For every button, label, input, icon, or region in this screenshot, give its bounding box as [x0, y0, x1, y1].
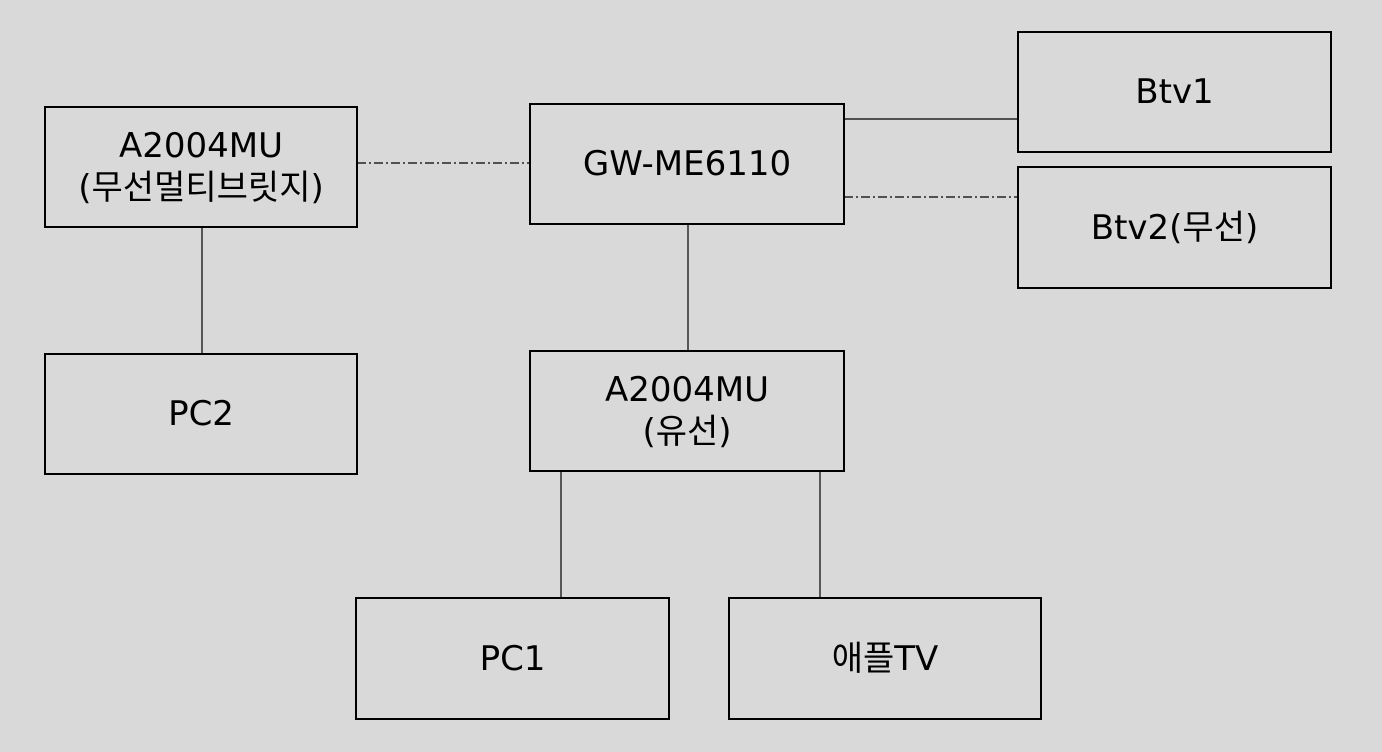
pc1-label: PC1 — [479, 638, 546, 679]
node-wireless-bridge: A2004MU (무선멀티브릿지) — [44, 106, 358, 228]
node-apple-tv: 애플TV — [728, 597, 1042, 720]
wired-bridge-model: A2004MU — [604, 370, 769, 410]
node-btv1: Btv1 — [1017, 31, 1332, 153]
node-pc1: PC1 — [355, 597, 670, 720]
node-pc2: PC2 — [44, 353, 358, 475]
gateway-label: GW-ME6110 — [582, 144, 792, 184]
pc2-label: PC2 — [168, 394, 234, 434]
wireless-bridge-type: (무선멀티브릿지) — [78, 168, 324, 208]
node-gateway: GW-ME6110 — [529, 103, 845, 225]
btv1-label: Btv1 — [1135, 72, 1214, 112]
wireless-bridge-model: A2004MU — [118, 126, 283, 166]
apple-tv-label: 애플TV — [831, 638, 939, 679]
node-wired-bridge: A2004MU (유선) — [529, 350, 845, 472]
node-btv2: Btv2(무선) — [1017, 166, 1332, 289]
wired-bridge-type: (유선) — [642, 412, 732, 452]
btv2-label: Btv2(무선) — [1090, 207, 1259, 248]
